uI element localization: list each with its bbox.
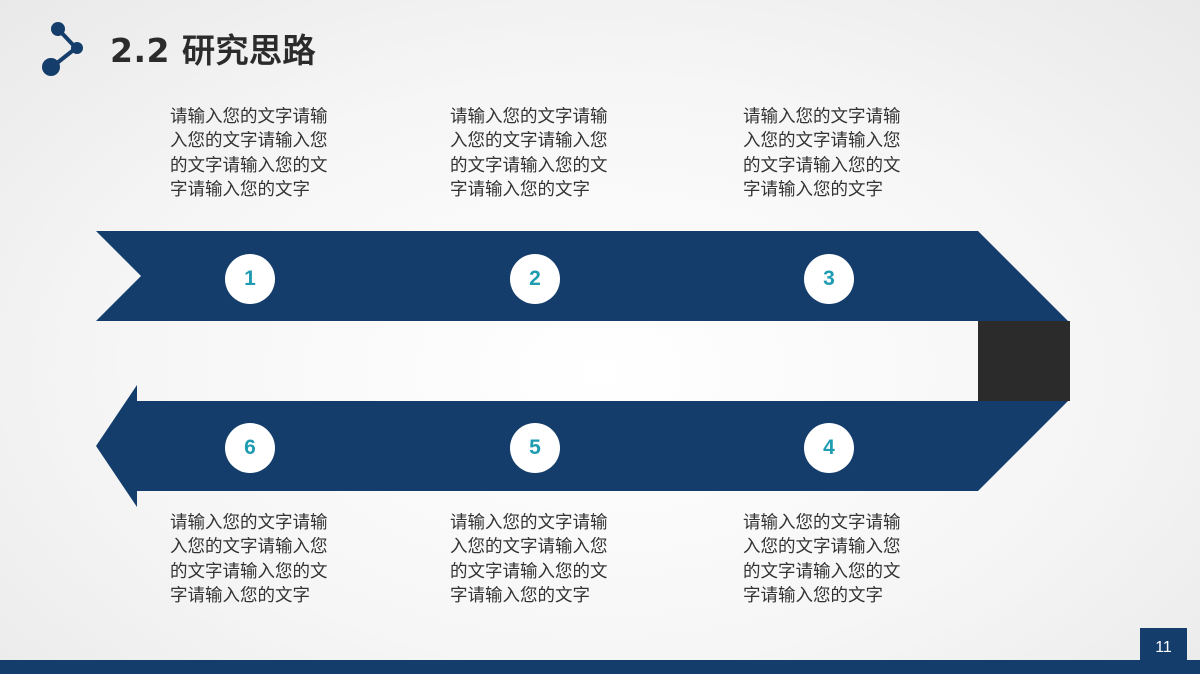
step-text-5: 请输入您的文字请输入您的文字请输入您的文字请输入您的文字请输入您的文字 (450, 513, 608, 606)
step-badge-6: 6 (225, 423, 275, 473)
step-badge-5: 5 (510, 423, 560, 473)
step-badge-3: 3 (804, 254, 854, 304)
arrow-connector (978, 321, 1070, 401)
molecule-share-icon (42, 22, 83, 76)
step-badge-2: 2 (510, 254, 560, 304)
step-badge-1: 1 (225, 254, 275, 304)
footer-bar (0, 660, 1200, 674)
bottom-arrow-band (96, 385, 1068, 507)
step-badge-4: 4 (804, 423, 854, 473)
step-text-1: 请输入您的文字请输入您的文字请输入您的文字请输入您的文字请输入您的文字 (170, 107, 328, 200)
page-title: 2.2 研究思路 (110, 31, 316, 70)
step-text-4: 请输入您的文字请输入您的文字请输入您的文字请输入您的文字请输入您的文字 (743, 513, 901, 606)
step-text-2: 请输入您的文字请输入您的文字请输入您的文字请输入您的文字请输入您的文字 (450, 107, 608, 200)
step-text-6: 请输入您的文字请输入您的文字请输入您的文字请输入您的文字请输入您的文字 (170, 513, 328, 606)
step-text-3: 请输入您的文字请输入您的文字请输入您的文字请输入您的文字请输入您的文字 (743, 107, 901, 200)
